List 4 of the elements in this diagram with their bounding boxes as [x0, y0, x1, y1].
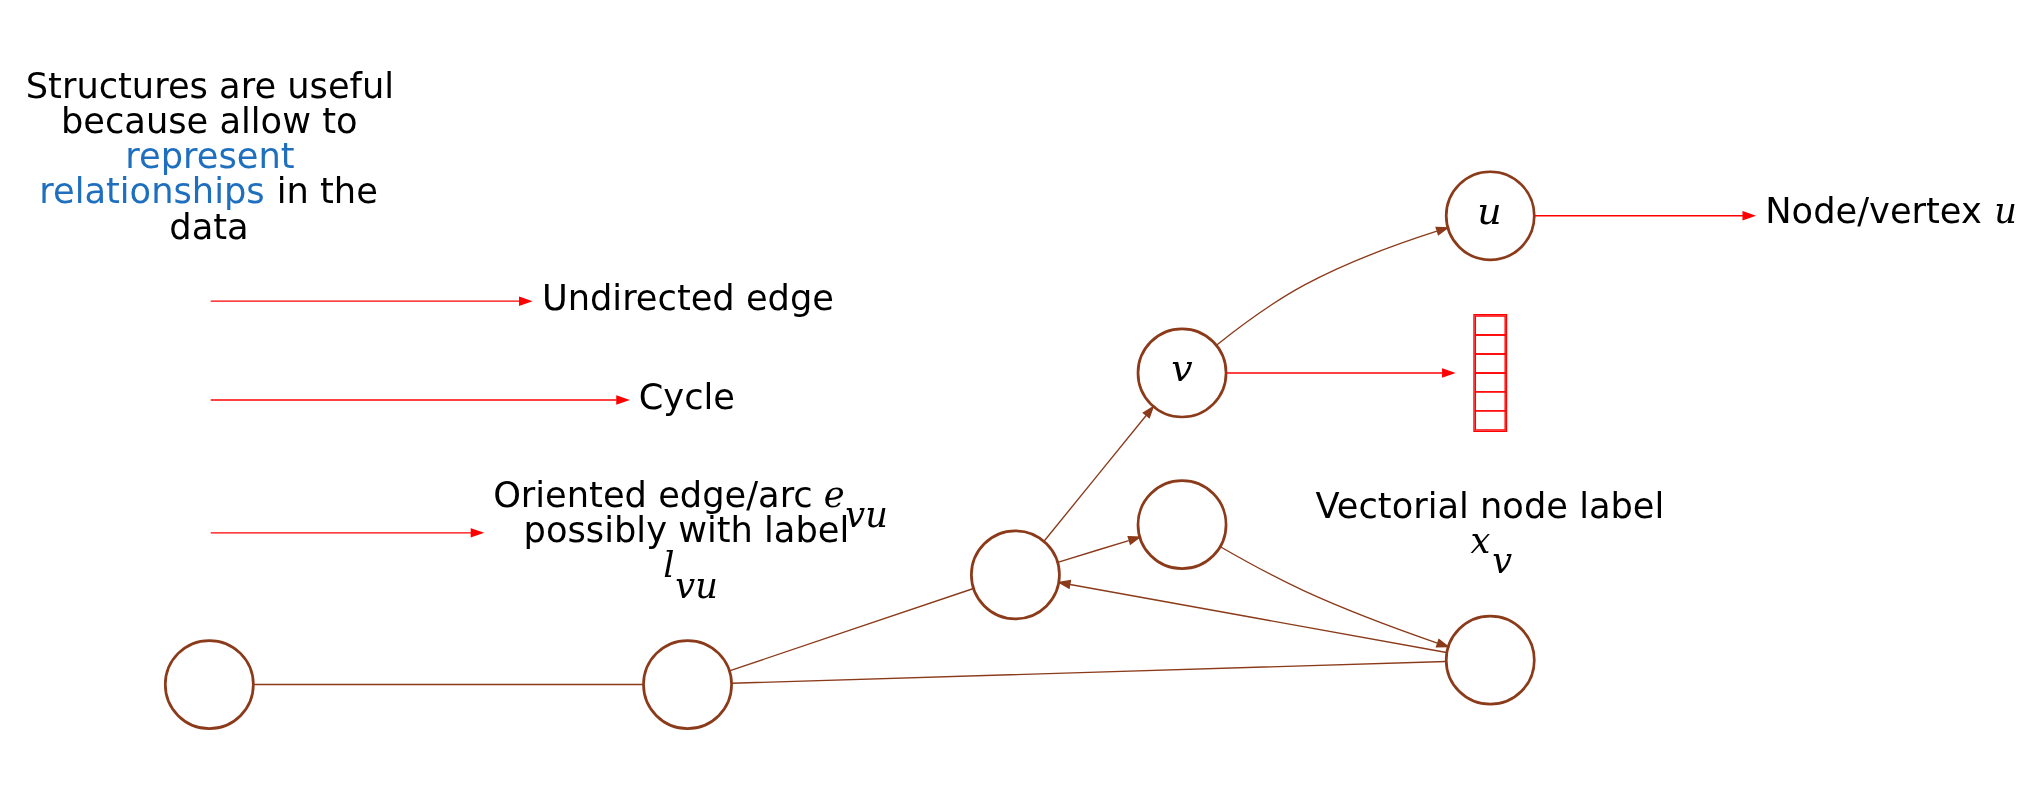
label: Structures are useful because allow to represent relationships in the data [25, 64, 395, 247]
node-text: Cycle [638, 375, 736, 417]
node-text: Undirected edge [541, 276, 834, 318]
node-text: Node/vertex u [1765, 189, 2017, 231]
